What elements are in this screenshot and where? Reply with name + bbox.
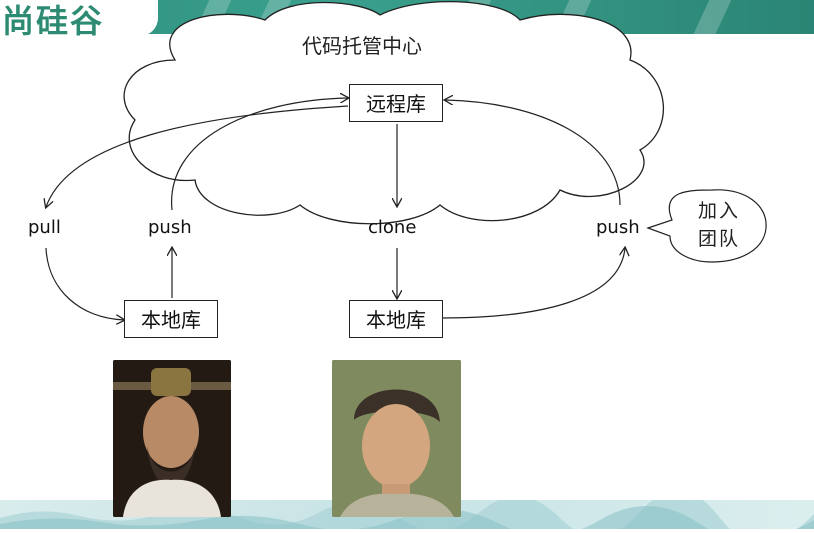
arrow-pull-to-local-left: [45, 247, 124, 320]
label-pull: pull: [28, 217, 61, 238]
local-repo-right-box: 本地库: [349, 300, 443, 338]
portrait-right-figure: [332, 360, 461, 517]
arrow-push-right-to-remote: [445, 100, 621, 206]
portrait-left-figure: [113, 360, 231, 517]
label-push-left: push: [148, 217, 192, 238]
logo: 尚硅谷: [0, 0, 158, 40]
local-repo-left-box: 本地库: [124, 300, 218, 338]
footer-waves: [0, 490, 814, 533]
logo-text: 尚硅谷: [2, 2, 105, 40]
portrait-photo-left: [113, 360, 231, 517]
portrait-photo-right: [332, 360, 461, 517]
cloud-title: 代码托管中心: [302, 34, 422, 58]
bubble-line-2: 团队: [697, 228, 740, 250]
arrow-remote-to-pull: [46, 105, 349, 207]
arrow-push-left-to-remote: [171, 98, 348, 211]
remote-repo-box: 远程库: [349, 84, 443, 122]
bubble-text: 加入 团队: [689, 197, 749, 253]
arrow-local-right-to-push-right: [441, 248, 625, 319]
label-push-right: push: [596, 217, 640, 238]
label-clone: clone: [368, 217, 417, 238]
bubble-line-1: 加入: [697, 200, 740, 222]
speech-bubble: [646, 189, 767, 263]
